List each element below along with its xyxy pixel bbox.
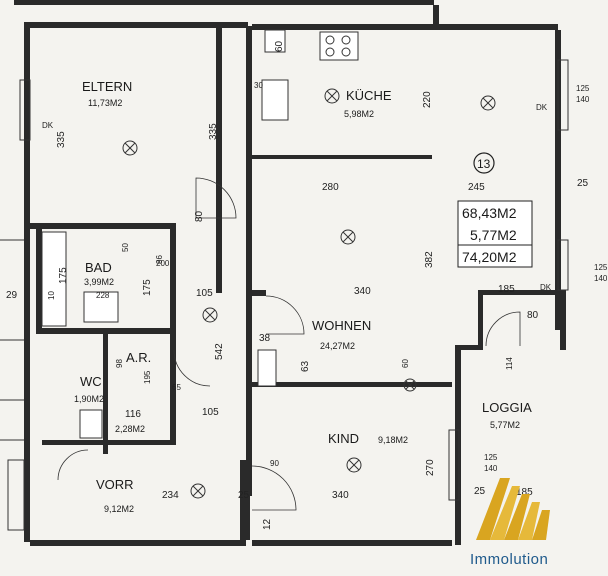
dim-label: 335 bbox=[208, 123, 219, 140]
kitchen-sink bbox=[261, 79, 289, 121]
dim-label: 125 bbox=[576, 84, 590, 93]
ceiling-lights bbox=[122, 88, 496, 499]
dim-label: 270 bbox=[425, 459, 436, 476]
dim-label: DK bbox=[536, 103, 548, 112]
dim-label: 114 bbox=[505, 357, 514, 370]
unit-number-marker: 13 bbox=[473, 152, 495, 174]
dim-label: 29 bbox=[6, 290, 18, 301]
dim-label: 140 bbox=[576, 95, 590, 104]
room-ar-area: 2,28M2 bbox=[115, 424, 145, 434]
dim-label: 542 bbox=[214, 343, 225, 360]
dim-label: 335 bbox=[56, 131, 67, 148]
dim-label: 80 bbox=[527, 310, 539, 321]
dim-label: 175 bbox=[58, 267, 69, 284]
dim-label: 340 bbox=[354, 286, 371, 297]
room-wc-area: 1,90M2 bbox=[74, 394, 104, 404]
unit-number: 13 bbox=[477, 157, 491, 171]
summary-loggia-area: 5,77M2 bbox=[470, 227, 517, 243]
dim-label: DK bbox=[42, 121, 54, 130]
room-kind-area: 9,18M2 bbox=[378, 435, 408, 445]
dim-label: 98 bbox=[115, 359, 124, 368]
dim-label: 200 bbox=[156, 259, 170, 268]
dim-label: 140 bbox=[594, 274, 608, 283]
dim-label: 105 bbox=[202, 407, 219, 418]
dim-label: 185 bbox=[498, 284, 515, 295]
windows bbox=[0, 59, 569, 531]
dim-label: 220 bbox=[422, 91, 433, 108]
summary-living-area: 68,43M2 bbox=[462, 205, 517, 221]
dim-label: 10 bbox=[47, 291, 56, 300]
summary-total-area: 74,20M2 bbox=[462, 249, 517, 265]
dim-label: 12 bbox=[262, 518, 273, 530]
dim-label: 38 bbox=[259, 333, 271, 344]
room-eltern-name: ELTERN bbox=[82, 79, 132, 94]
room-loggia-name: LOGGIA bbox=[482, 400, 532, 415]
area-summary: 68,43M2 5,77M2 74,20M2 bbox=[457, 200, 533, 268]
dim-label: 105 bbox=[196, 288, 213, 299]
counter bbox=[264, 29, 286, 53]
dim-label: 60 bbox=[401, 359, 410, 368]
room-vorr-area: 9,12M2 bbox=[104, 504, 134, 514]
dim-label: 175 bbox=[142, 279, 153, 296]
dim-label: 234 bbox=[162, 490, 179, 501]
room-wohnen-area: 24,27M2 bbox=[320, 341, 355, 351]
room-vorr-name: VORR bbox=[96, 477, 134, 492]
room-kueche-area: 5,98M2 bbox=[344, 109, 374, 119]
walls bbox=[14, 0, 566, 546]
dim-label: 185 bbox=[516, 487, 533, 498]
room-wohnen-name: WOHNEN bbox=[312, 318, 371, 333]
logo-text: Immolution bbox=[470, 551, 548, 568]
dim-label: 245 bbox=[468, 182, 485, 193]
dim-label: 280 bbox=[322, 182, 339, 193]
dim-label: 63 bbox=[300, 360, 311, 372]
room-labels: ELTERN 11,73M2 KÜCHE 5,98M2 BAD 3,99M2 W… bbox=[74, 79, 532, 514]
dim-label: 116 bbox=[125, 409, 141, 420]
room-wc-name: WC bbox=[80, 374, 102, 389]
room-bad-name: BAD bbox=[85, 260, 112, 275]
room-kind-name: KIND bbox=[328, 431, 359, 446]
doors bbox=[57, 177, 521, 511]
sink bbox=[83, 291, 119, 323]
dim-label: 25 bbox=[474, 486, 486, 497]
dim-label: 140 bbox=[484, 464, 498, 473]
dim-label: 25 bbox=[238, 490, 250, 501]
room-loggia-area: 5,77M2 bbox=[490, 420, 520, 430]
dim-label: 60 bbox=[274, 40, 285, 52]
toilet bbox=[79, 409, 103, 439]
bathtub bbox=[41, 231, 67, 327]
dim-label: 50 bbox=[121, 243, 130, 252]
fixtures bbox=[41, 29, 359, 439]
dim-label: 125 bbox=[484, 453, 498, 462]
dim-label: 65 bbox=[172, 383, 181, 392]
room-eltern-area: 11,73M2 bbox=[88, 98, 122, 108]
room-bad-area: 3,99M2 bbox=[84, 277, 114, 287]
dim-label: 195 bbox=[143, 370, 152, 384]
dim-label: 382 bbox=[424, 251, 435, 268]
dim-label: 30 bbox=[254, 81, 263, 90]
dimension-labels: 335 335 280 245 340 340 382 220 185 185 … bbox=[6, 40, 608, 530]
stove bbox=[319, 31, 359, 61]
room-ar-name: A.R. bbox=[126, 350, 151, 365]
dim-label: 340 bbox=[332, 490, 349, 501]
heater bbox=[257, 349, 277, 387]
immolution-logo: Immolution bbox=[470, 478, 550, 568]
dim-label: 228 bbox=[96, 291, 110, 300]
dim-label: 25 bbox=[577, 178, 589, 189]
dim-label: 80 bbox=[194, 210, 205, 222]
dim-label: 125 bbox=[594, 263, 608, 272]
dim-label: DK bbox=[540, 283, 552, 292]
dim-label: 86 bbox=[155, 255, 164, 264]
dim-label: 90 bbox=[270, 459, 279, 468]
room-kueche-name: KÜCHE bbox=[346, 88, 392, 103]
